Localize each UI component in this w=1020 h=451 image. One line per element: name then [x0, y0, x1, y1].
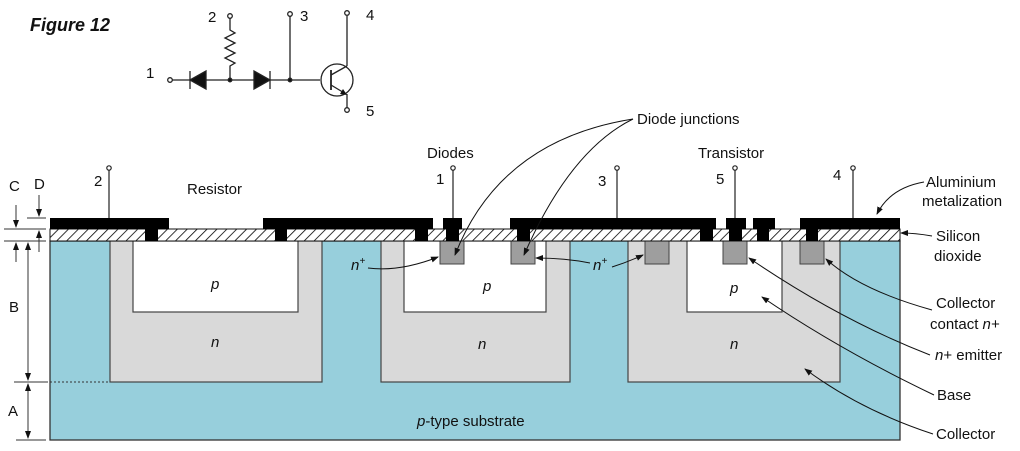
- schematic-label-5: 5: [366, 103, 374, 120]
- base-label: Base: [937, 387, 971, 404]
- substrate-label: p-type substrate: [416, 413, 525, 430]
- resistor-section-label: Resistor: [187, 181, 242, 198]
- dimension-label-D: D: [34, 176, 45, 193]
- resistor-symbol: [223, 18, 237, 80]
- diode-1-nplus-region: [439, 240, 465, 265]
- cs-terminal-1-node: [450, 165, 456, 171]
- circuit-schematic: [167, 10, 354, 113]
- resistor-p-label: p: [210, 276, 219, 293]
- diode-2-symbol: [253, 69, 272, 91]
- dimension-label-B: B: [9, 299, 19, 316]
- resistor-n-label: n: [211, 334, 219, 351]
- diode-n-label: n: [478, 336, 486, 353]
- terminal-5-node: [344, 107, 350, 113]
- cs-label-5: 5: [716, 171, 724, 188]
- cs-terminal-5-node: [732, 165, 738, 171]
- collector-label: Collector: [936, 426, 995, 443]
- diode-1-symbol: [188, 69, 207, 91]
- transistor-p-label: p: [729, 280, 738, 297]
- schematic-label-1: 1: [146, 65, 154, 82]
- cs-terminal-2-node: [106, 165, 112, 171]
- terminal-2-node: [227, 13, 233, 19]
- aluminium-metalization: [50, 218, 900, 241]
- collector-contact-nplus-region: [799, 240, 825, 265]
- schematic-label-2: 2: [208, 9, 216, 26]
- cs-label-3: 3: [598, 173, 606, 190]
- nplus-label-mid: n+: [593, 256, 607, 274]
- dimension-label-A: A: [8, 403, 18, 420]
- transistor-n-label: n: [730, 336, 738, 353]
- terminal-1-node: [167, 77, 173, 83]
- emitter-label: n+ emitter: [935, 347, 1002, 364]
- diode-p-label: p: [482, 278, 491, 295]
- diode-junctions-label: Diode junctions: [637, 111, 740, 128]
- cs-terminal-3-node: [614, 165, 620, 171]
- collector-contact-label-line2: contact n+: [930, 316, 1000, 333]
- silicon-dioxide-label-line2: dioxide: [934, 248, 982, 265]
- dimension-markers: [4, 195, 110, 441]
- figure-title: Figure 12: [30, 15, 110, 35]
- dimension-label-C: C: [9, 178, 20, 195]
- nplus-label-left: n+: [351, 256, 365, 274]
- cs-label-2: 2: [94, 173, 102, 190]
- aluminium-label-line2: metalization: [922, 193, 1002, 210]
- collector-contact-label-line1: Collector: [936, 295, 995, 312]
- resistor-p-region: [132, 240, 299, 313]
- schematic-label-4: 4: [366, 7, 374, 24]
- nplus-region: [644, 240, 670, 265]
- silicon-dioxide-layer: [49, 228, 901, 242]
- cs-label-1: 1: [436, 171, 444, 188]
- npn-transistor-symbol: [320, 16, 354, 108]
- transistor-section-label: Transistor: [698, 145, 764, 162]
- terminal-3-node: [287, 11, 293, 17]
- diode-2-nplus-region: [510, 240, 536, 265]
- aluminium-label-line1: Aluminium: [926, 174, 996, 191]
- silicon-dioxide-label-line1: Silicon: [936, 228, 980, 245]
- cs-label-4: 4: [833, 167, 841, 184]
- diodes-section-label: Diodes: [427, 145, 474, 162]
- terminal-4-node: [344, 10, 350, 16]
- emitter-nplus-region: [722, 240, 748, 265]
- cs-terminal-4-node: [850, 165, 856, 171]
- schematic-label-3: 3: [300, 8, 308, 25]
